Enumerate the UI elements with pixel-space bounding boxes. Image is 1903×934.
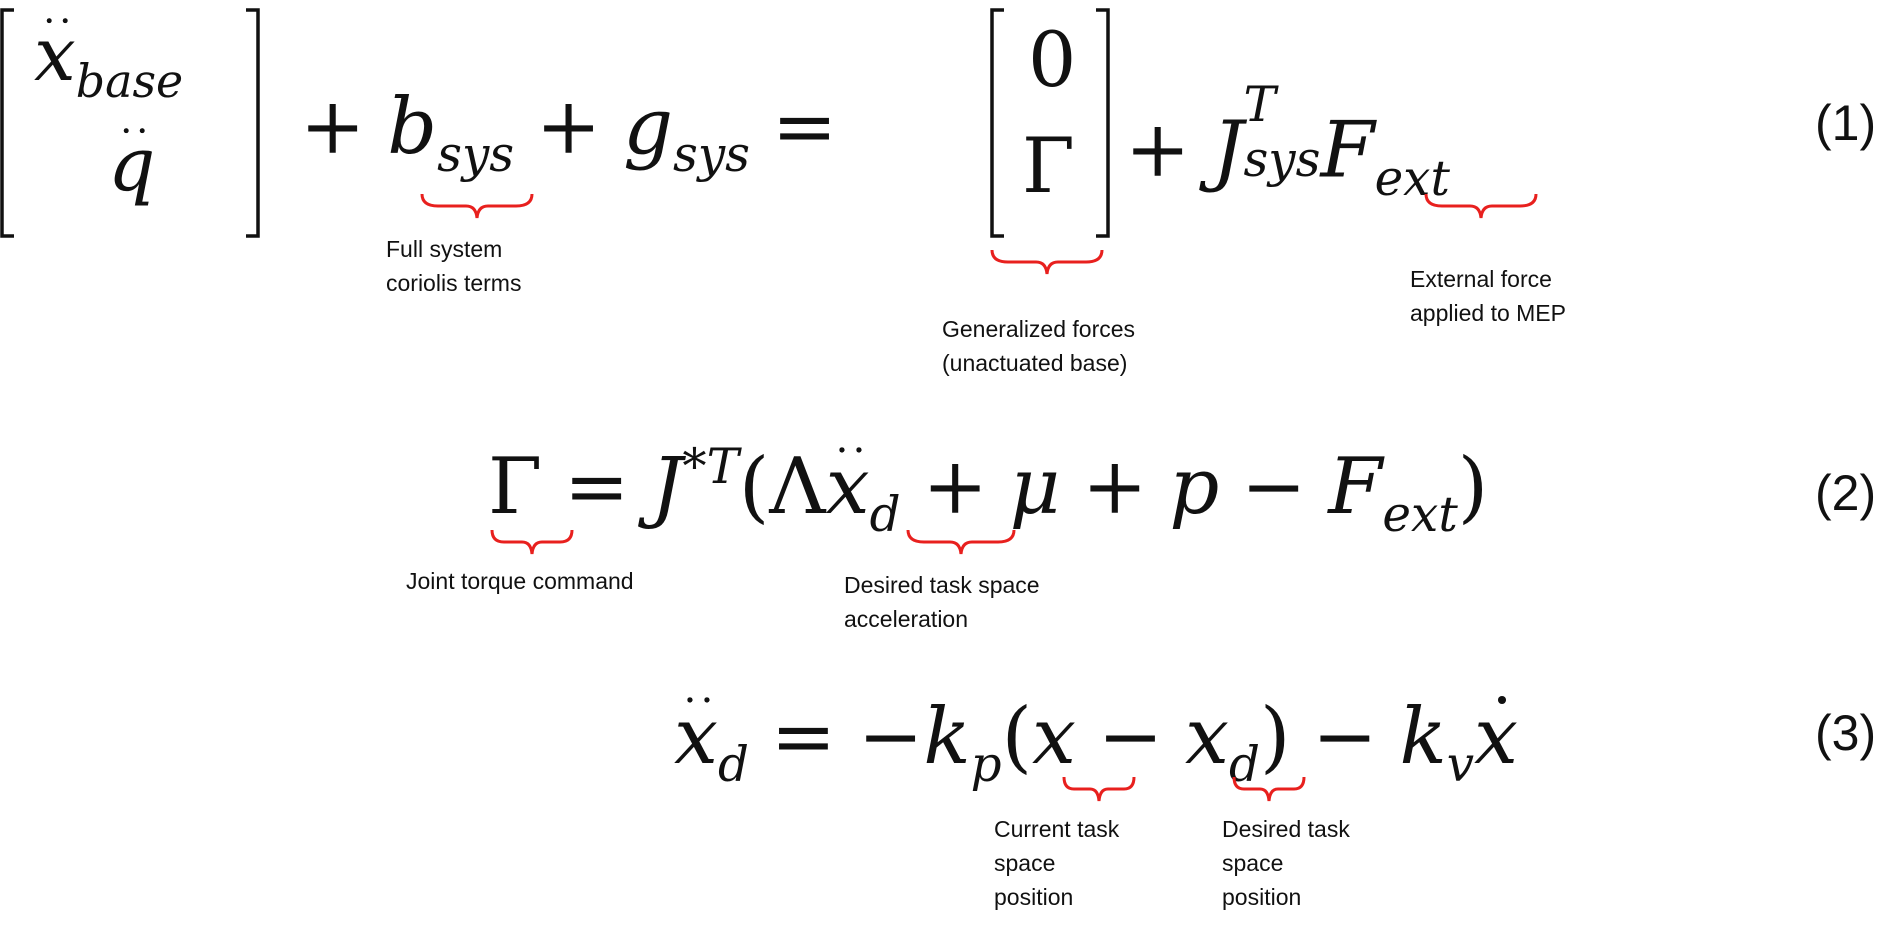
label-joint-torque: Joint torque command (406, 568, 634, 594)
brace-joint-torque (490, 529, 574, 555)
equation-1-middle: +bsys+gsys= (300, 82, 838, 184)
matrix-entry-x-base: xbase (34, 12, 184, 109)
matrix-entry-zero: 0 (1028, 15, 1077, 104)
brace-coriolis (420, 193, 534, 219)
label-current-position: Current task space position (994, 816, 1120, 910)
equation-number-2: (2) (1815, 465, 1877, 521)
brace-current-position (1062, 776, 1136, 802)
equation-number-1: (1) (1815, 95, 1877, 151)
equation-3: xd=−kp(x−xd)−kvx (674, 692, 1519, 794)
label-desired-position: Desired task space position (1222, 816, 1350, 910)
label-generalized-forces: Generalized forces (unactuated base) (942, 316, 1136, 376)
left-matrix-brackets (0, 8, 260, 238)
label-external-force: External force applied to MEP (1410, 266, 1566, 326)
brace-generalized-forces (990, 249, 1104, 275)
right-matrix-brackets (990, 8, 1110, 238)
brace-external-force (1424, 193, 1538, 219)
brace-desired-acceleration (906, 529, 1016, 555)
label-coriolis-terms: Full system coriolis terms (386, 236, 522, 296)
matrix-entry-q: q (108, 122, 156, 208)
label-desired-acceleration: Desired task space acceleration (844, 572, 1040, 632)
equation-number-3: (3) (1815, 705, 1877, 761)
equation-2: Γ=J*T(Λxd+μ+p−Fext) (488, 439, 1489, 544)
brace-desired-position (1232, 776, 1306, 802)
matrix-entry-gamma: Γ (1022, 121, 1075, 210)
